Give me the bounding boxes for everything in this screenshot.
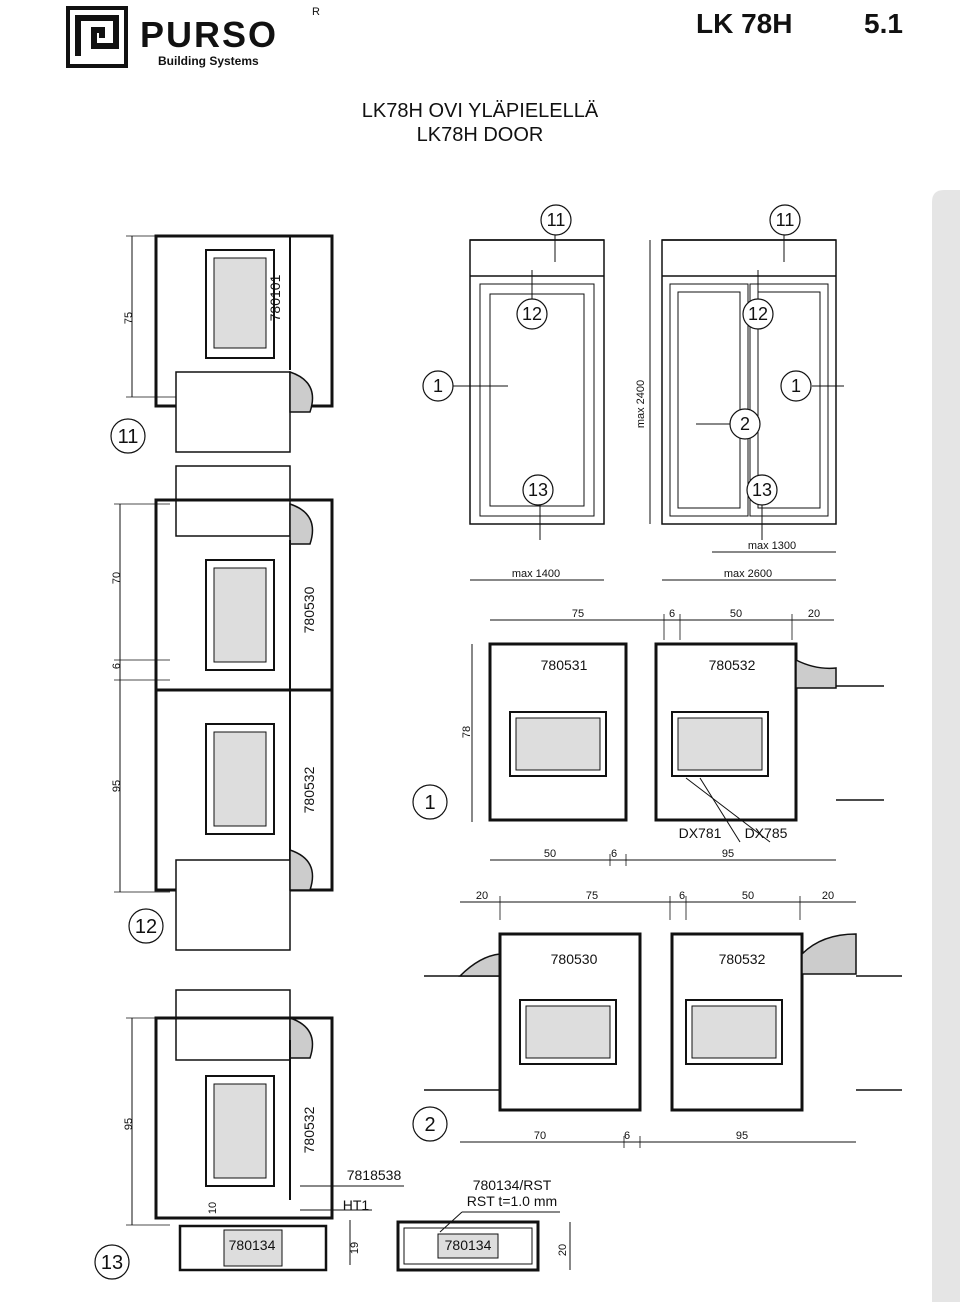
dimension-labels: max 2400 max 1400 max 2600 max 1300 75 7… [111,312,834,1256]
dim-s1-20: 20 [808,608,820,620]
dim-left-75: 75 [123,312,135,324]
profile-7818538: 7818538 [347,1167,402,1183]
title-english: LK78H DOOR [416,124,544,146]
threshold-material: RST t=1.0 mm [467,1193,557,1209]
dim-s2-20b: 20 [822,890,834,902]
dim-s1-75: 75 [572,608,584,620]
dim-left-95b: 95 [123,1118,135,1130]
registered-mark: R [312,6,320,18]
callout-circles [94,204,812,1280]
left-vertical-section [114,234,404,1272]
brand-tagline: Building Systems [158,54,259,68]
callout-13-section: 13 [101,1252,123,1274]
profile-780532-s2: 780532 [719,951,766,967]
dim-left-95a: 95 [111,780,123,792]
model-code: LK 78H [696,8,793,39]
threshold-profile: 780134/RST [473,1177,552,1193]
dim-s1-bot-95: 95 [722,848,734,860]
callout-1-b: 1 [791,376,801,396]
dim-leaf-width: max 1300 [748,540,796,552]
dim-s2-6: 6 [679,890,685,902]
callout-11-b: 11 [776,210,795,230]
dim-left-10: 10 [207,1202,219,1214]
callout-12-a: 12 [522,304,542,324]
callout-2-a: 2 [740,414,750,434]
dim-left-6: 6 [111,663,123,669]
dim-s2-bot-6: 6 [624,1130,630,1142]
profile-780532-left-b: 780532 [301,1106,317,1153]
profile-780531: 780531 [541,657,588,673]
profile-780532-s1: 780532 [709,657,756,673]
dim-s2-20a: 20 [476,890,488,902]
gasket-dx781: DX781 [679,825,722,841]
dim-s2-75: 75 [586,890,598,902]
horizontal-section-1 [471,614,884,866]
gasket-ht1: HT1 [343,1197,370,1213]
dim-left-70: 70 [111,572,123,584]
threshold-profile-label: 780134 [445,1237,492,1253]
callout-11-a: 11 [547,210,566,230]
purso-logo-icon [66,6,128,68]
dim-s1-bot-50: 50 [544,848,556,860]
dim-s1-6: 6 [669,608,675,620]
dim-s2-bot-70: 70 [534,1130,546,1142]
dim-s2-bot-95: 95 [736,1130,748,1142]
callout-13-b: 13 [752,480,772,500]
dim-single-width: max 1400 [512,568,560,580]
dim-double-width: max 2600 [724,568,772,580]
dim-s1-bot-6: 6 [611,848,617,860]
page-tab-edge [932,190,960,1302]
profile-780134-left: 780134 [229,1237,276,1253]
dim-s2-50: 50 [742,890,754,902]
dim-threshold-20: 20 [557,1244,569,1256]
title-finnish: LK78H OVI YLÄPIELELLÄ [361,100,599,122]
page-number: 5.1 [864,8,903,39]
callout-12-section: 12 [135,916,157,938]
brand-name: PURSO [140,14,279,55]
profile-labels: 780101 780530 780532 780532 780134 78185… [229,274,788,1253]
threshold-detail [396,1211,571,1272]
profile-780101: 780101 [267,274,283,321]
profile-780530-left: 780530 [301,586,317,633]
callout-11-section: 11 [118,426,139,448]
callout-1-section: 1 [424,792,435,814]
dim-left-19: 19 [349,1242,361,1254]
gasket-dx785: DX785 [745,825,788,841]
callout-labels: 11 11 12 12 1 1 2 13 13 11 12 13 1 2 [101,210,801,1274]
dim-max-height: max 2400 [635,380,647,428]
profile-780532-left-a: 780532 [301,766,317,813]
horizontal-section-2 [424,896,902,1148]
callout-12-b: 12 [748,304,768,324]
callout-13-a: 13 [528,480,548,500]
profile-780530-s2: 780530 [551,951,598,967]
dim-s1-50: 50 [730,608,742,620]
callout-1-a: 1 [433,376,443,396]
dim-s1-78: 78 [461,726,473,738]
door-elevations [452,230,844,581]
callout-2-section: 2 [424,1114,435,1136]
